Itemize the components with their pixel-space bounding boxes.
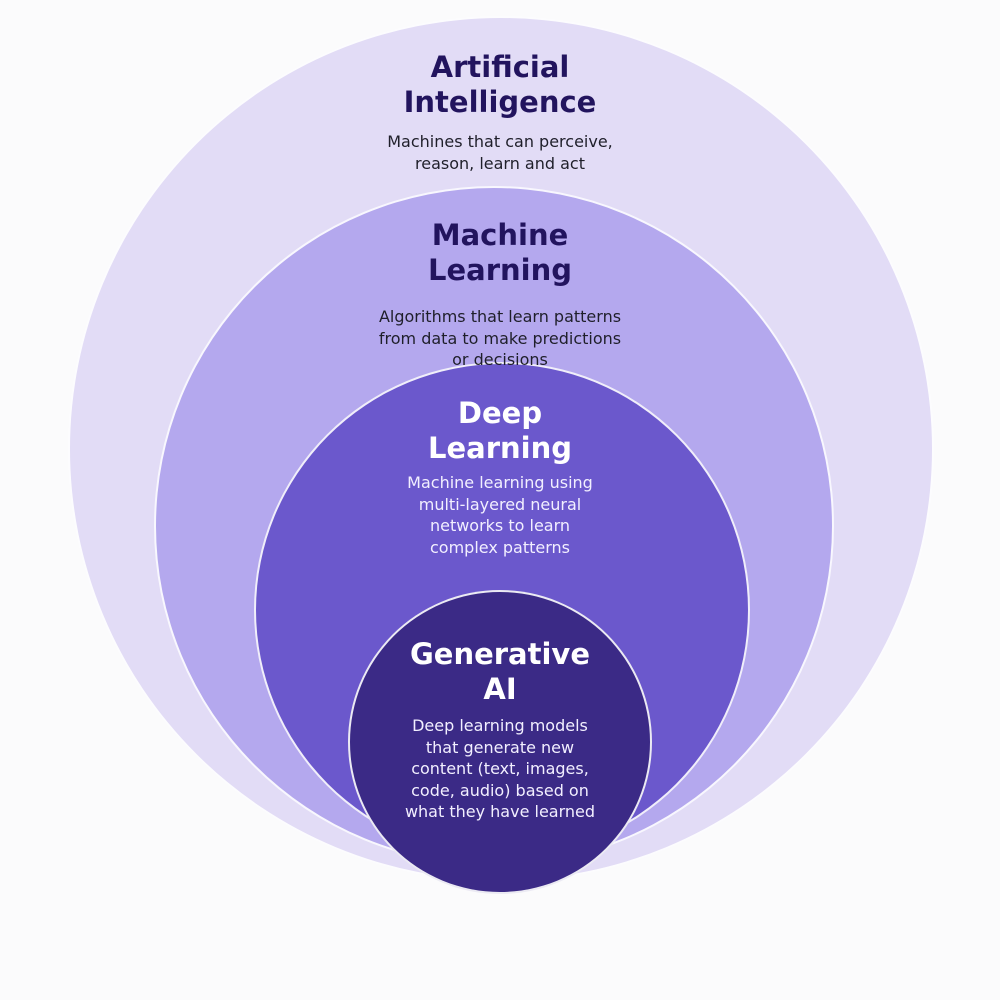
desc-line: what they have learned	[404, 802, 596, 821]
machine-learning-description: Algorithms that learn patterns from data…	[300, 306, 700, 371]
title-line: Generative	[409, 637, 591, 671]
desc-line: networks to learn	[429, 516, 571, 535]
generative-ai-description: Deep learning models that generate new c…	[350, 715, 650, 823]
desc-line: Machine learning using	[407, 473, 593, 492]
artificial-intelligence-title: Artificial Intelligence	[300, 50, 700, 120]
desc-line: Machines that can perceive,	[387, 132, 613, 151]
generative-ai-circle	[348, 590, 652, 894]
title-line: Machine	[431, 218, 569, 252]
desc-line: that generate new	[425, 737, 575, 757]
desc-line: from data to make predictions	[378, 328, 622, 348]
title-line: Learning	[427, 253, 572, 287]
desc-line: Algorithms that learn patterns	[378, 307, 622, 326]
deep-learning-label: Deep Learning Machine learning using mul…	[300, 396, 700, 558]
deep-learning-description: Machine learning using multi-layered neu…	[300, 472, 700, 558]
machine-learning-label: Machine Learning Algorithms that learn p…	[300, 218, 700, 371]
title-line: Intelligence	[403, 85, 597, 119]
generative-ai-title: Generative AI	[350, 637, 650, 707]
artificial-intelligence-label: Artificial Intelligence Machines that ca…	[300, 50, 700, 174]
title-line: Artificial	[430, 50, 570, 84]
desc-line: multi-layered neural	[418, 494, 582, 514]
artificial-intelligence-description: Machines that can perceive, reason, lear…	[300, 131, 700, 174]
desc-line: reason, learn and act	[415, 153, 585, 173]
desc-line: content (text, images,	[411, 759, 589, 778]
title-line: Deep	[457, 396, 543, 430]
desc-line: complex patterns	[429, 537, 570, 557]
generative-ai-label: Generative AI Deep learning models that …	[350, 637, 650, 823]
machine-learning-title: Machine Learning	[300, 218, 700, 288]
desc-line: or decisions	[452, 350, 548, 369]
desc-line: code, audio) based on	[411, 780, 589, 800]
desc-line: Deep learning models	[412, 716, 588, 735]
title-line: Learning	[427, 431, 572, 465]
title-line: AI	[483, 672, 517, 706]
deep-learning-title: Deep Learning	[300, 396, 700, 466]
